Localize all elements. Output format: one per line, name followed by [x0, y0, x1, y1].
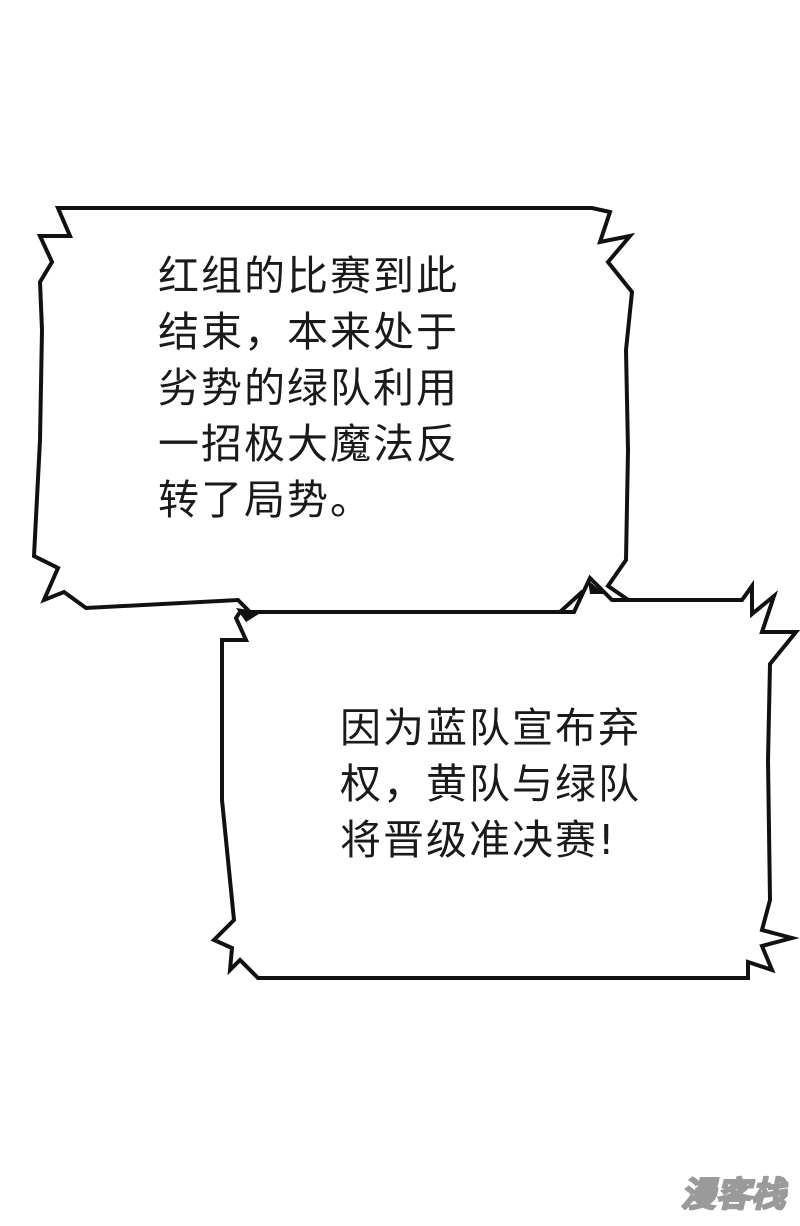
speech-bubble-bottom	[210, 574, 800, 980]
bubble-top-line-2: 结束，本来处于	[158, 308, 459, 356]
bubble-tip-left	[236, 608, 262, 622]
bubble-bottom-line-3: 将晋级准决赛!	[340, 816, 617, 864]
bubble-top-line-4: 一招极大魔法反	[158, 420, 459, 468]
bubble-top-line-5: 转了局势。	[158, 476, 373, 524]
bubble-bottom-line-1: 因为蓝队宣布弃	[340, 704, 641, 752]
speech-bubble-bottom-text: 因为蓝队宣布弃 权，黄队与绿队 将晋级准决赛!	[340, 700, 641, 868]
watermark-logo: 漫客栈	[680, 1174, 786, 1216]
bubble-top-line-3: 劣势的绿队利用	[158, 364, 459, 412]
bubble-top-line-1: 红组的比赛到此	[158, 252, 459, 300]
bubble-tip-right	[588, 580, 604, 594]
bubble-bottom-line-2: 权，黄队与绿队	[340, 760, 641, 808]
speech-bubble-top-text: 红组的比赛到此 结束，本来处于 劣势的绿队利用 一招极大魔法反 转了局势。	[158, 248, 459, 528]
